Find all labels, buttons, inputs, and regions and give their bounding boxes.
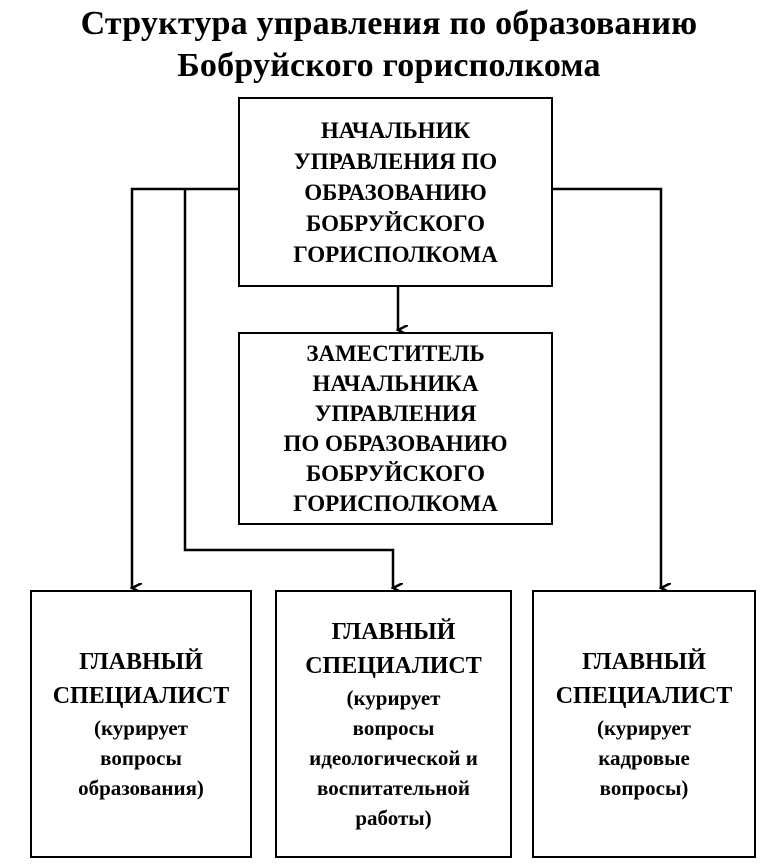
connector-head-to-spec-edu	[132, 187, 238, 588]
specialist-note-line: образования)	[78, 776, 204, 800]
specialist-title-line: ГЛАВНЫЙ	[79, 649, 203, 675]
box-chief-specialist-personnel: ГЛАВНЫЙ СПЕЦИАЛИСТ (курирует кадровые во…	[532, 590, 756, 858]
box-head-line: УПРАВЛЕНИЯ ПО	[293, 148, 498, 174]
specialist-note-line: работы)	[355, 806, 432, 830]
specialist-note-line: воспитательной	[317, 776, 470, 800]
specialist-title-line: ГЛАВНЫЙ	[331, 619, 456, 645]
specialist-note-line: идеологической и	[309, 746, 478, 770]
specialist-note-line: кадровые	[598, 746, 690, 770]
specialist-title-line: СПЕЦИАЛИСТ	[52, 683, 230, 709]
specialist-title-line: СПЕЦИАЛИСТ	[555, 683, 733, 709]
box-deputy-line: ЗАМЕСТИТЕЛЬ	[306, 340, 485, 366]
box-deputy-line: НАЧАЛЬНИКА	[312, 370, 479, 396]
diagram-title-line-2: Бобруйского горисполкома	[177, 47, 601, 84]
connector-head-to-spec-ideo	[183, 189, 393, 588]
box-deputy-line: ПО ОБРАЗОВАНИЮ	[283, 430, 508, 456]
specialist-note-line: (курирует	[346, 686, 441, 710]
box-deputy-head: ЗАМЕСТИТЕЛЬ НАЧАЛЬНИКА УПРАВЛЕНИЯ ПО ОБР…	[238, 332, 553, 525]
specialist-title-line: ГЛАВНЫЙ	[582, 649, 706, 675]
specialist-note-line: вопросы)	[599, 776, 689, 800]
box-deputy-line: БОБРУЙСКОГО	[306, 460, 485, 486]
box-head-line: БОБРУЙСКОГО	[306, 210, 485, 236]
box-deputy-line: УПРАВЛЕНИЯ	[314, 400, 477, 426]
diagram-title-line-1: Структура управления по образованию	[80, 5, 698, 42]
connector-head-to-spec-hr	[553, 187, 661, 588]
box-chief-specialist-education: ГЛАВНЫЙ СПЕЦИАЛИСТ (курирует вопросы обр…	[30, 590, 252, 858]
box-head-line: ОБРАЗОВАНИЮ	[304, 179, 487, 205]
specialist-note-line: вопросы	[100, 746, 182, 770]
box-head-of-department: НАЧАЛЬНИК УПРАВЛЕНИЯ ПО ОБРАЗОВАНИЮ БОБР…	[238, 97, 553, 287]
box-deputy-line: ГОРИСПОЛКОМА	[293, 490, 498, 516]
specialist-note-line: (курирует	[597, 716, 691, 740]
box-chief-specialist-ideology: ГЛАВНЫЙ СПЕЦИАЛИСТ (курирует вопросы иде…	[275, 590, 512, 858]
box-head-line: ГОРИСПОЛКОМА	[293, 241, 498, 267]
specialist-title-line: СПЕЦИАЛИСТ	[305, 653, 482, 679]
box-head-line: НАЧАЛЬНИК	[320, 117, 471, 143]
specialist-note-line: (курирует	[94, 716, 188, 740]
specialist-note-line: вопросы	[352, 716, 435, 740]
